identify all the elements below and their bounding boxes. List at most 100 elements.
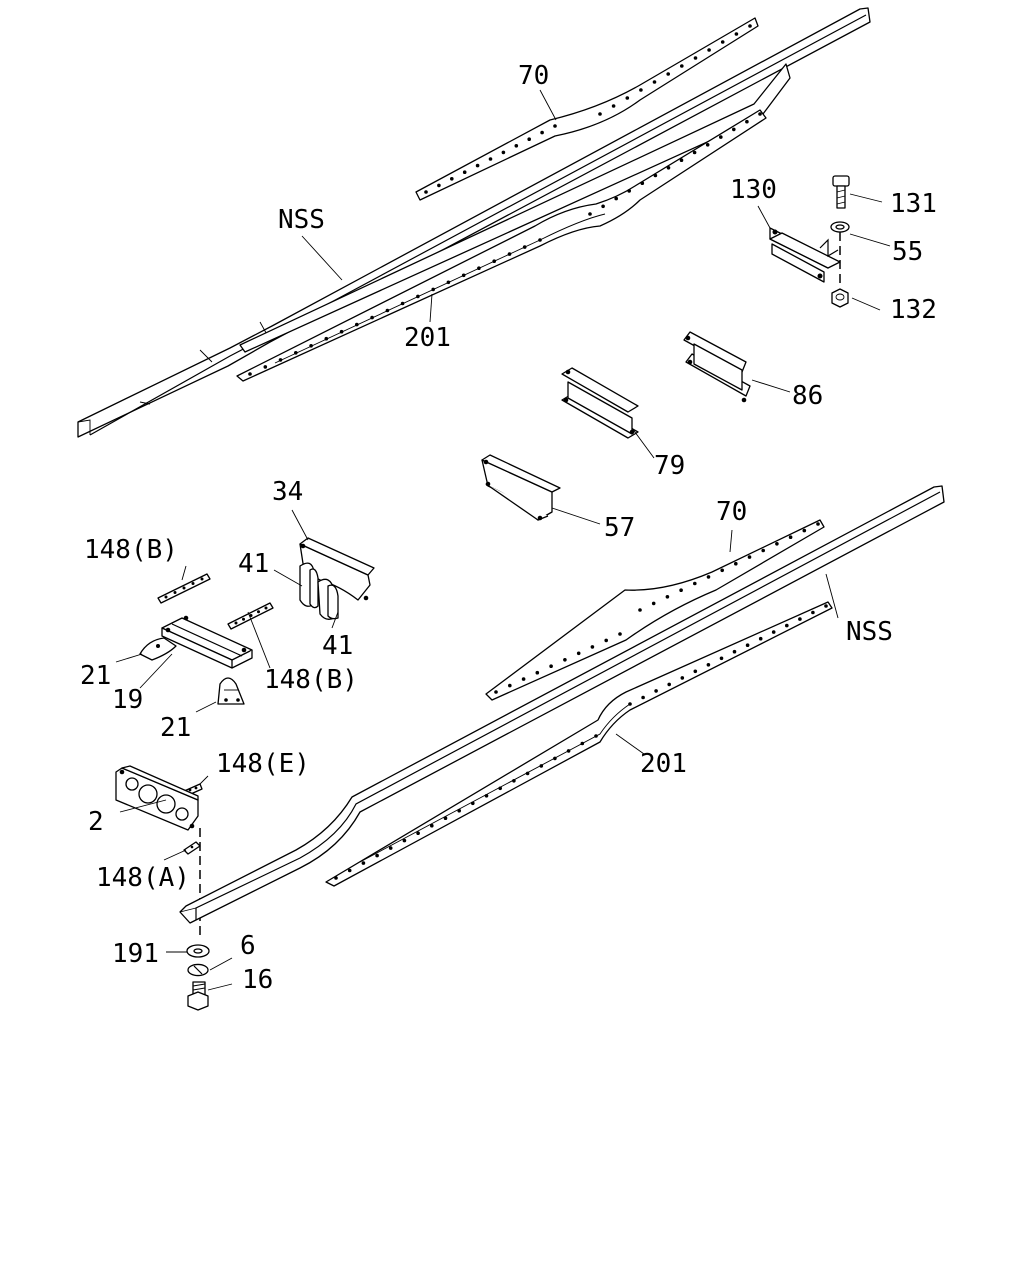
bolt-hole: [182, 586, 186, 590]
bolt-hole: [264, 606, 268, 610]
bolt-hole: [680, 676, 685, 680]
label-132: 132: [890, 295, 937, 325]
bolt-hole: [640, 181, 645, 185]
label-6: 6: [240, 931, 256, 961]
bolt-hole: [249, 614, 253, 617]
bolt-hole: [680, 64, 684, 68]
bolt-hole: [527, 137, 531, 141]
label-channel-201-lower: 201: [640, 749, 687, 779]
bolt-hole: [431, 287, 436, 292]
bolt-hole: [471, 801, 475, 806]
bolt-hole: [734, 561, 738, 566]
bolt-hole: [501, 150, 506, 155]
bolt-hole: [816, 522, 820, 526]
bolt-hole: [745, 643, 750, 647]
washer-191: [186, 944, 210, 958]
bolt-hole: [234, 621, 238, 625]
bolt-hole: [720, 568, 724, 573]
washer-55: [830, 221, 850, 233]
bolt-hole: [652, 80, 657, 84]
bolt-hole: [748, 24, 752, 28]
bolt-hole: [734, 32, 739, 36]
bolt-hole: [824, 604, 828, 608]
bolt-hole: [385, 308, 390, 313]
bolt-hole: [339, 329, 344, 334]
bolt-hole: [484, 794, 489, 798]
bolt-hole: [693, 56, 698, 60]
label-191: 191: [112, 939, 159, 969]
bolt-hole: [811, 610, 815, 615]
bolt-hole: [535, 670, 540, 675]
bolt-16: [187, 981, 209, 1011]
bolt-hole: [745, 119, 749, 124]
bolt-hole: [522, 245, 527, 249]
bolt-hole: [611, 104, 616, 108]
bolt-hole: [477, 266, 481, 271]
bolt-hole: [309, 344, 313, 348]
bolt-hole: [719, 135, 723, 139]
bolt-hole: [242, 617, 245, 621]
bolt-hole: [347, 868, 352, 873]
bolt-hole: [521, 677, 526, 681]
bolt-hole: [514, 144, 519, 148]
bolt-hole: [400, 301, 405, 306]
bolt-131: [832, 175, 850, 209]
crossmember-57: [481, 454, 561, 521]
bolt-hole: [627, 189, 631, 193]
bolt-hole: [802, 528, 807, 533]
bolt-hole: [588, 212, 592, 216]
bolt-hole: [666, 166, 671, 170]
bolt-hole: [263, 365, 268, 369]
bolt-hole: [416, 831, 420, 835]
bolt-hole: [798, 617, 802, 621]
bolt-hole: [508, 683, 512, 688]
bolt-hole: [294, 351, 298, 355]
bolt-hole: [446, 280, 451, 285]
bolt-hole: [566, 749, 571, 753]
bolt-hole: [758, 636, 763, 641]
label-19: 19: [112, 685, 143, 715]
bolt-hole: [679, 588, 683, 592]
crossmember-2: [115, 765, 199, 831]
bolt-hole: [334, 876, 338, 880]
label-nss-upper: NSS: [278, 205, 325, 235]
bolt-hole: [614, 196, 618, 201]
bolt-hole: [580, 741, 585, 746]
label-21-upper: 21: [80, 661, 111, 691]
label-41-upper: 41: [238, 549, 269, 579]
upper-channel: [236, 109, 767, 382]
bolt-hole: [430, 823, 434, 828]
label-plate-70-lower: 70: [716, 497, 747, 527]
bolt-hole: [785, 623, 789, 628]
bolt-hole: [361, 861, 366, 865]
bolt-hole: [164, 595, 168, 599]
label-21-lower: 21: [160, 713, 191, 743]
bolt-hole: [549, 664, 553, 668]
bolt-hole: [594, 734, 598, 738]
bolt-hole: [540, 130, 544, 135]
lower-side-rail: [179, 485, 945, 924]
label-57: 57: [604, 513, 635, 543]
bolt-hole: [775, 542, 779, 546]
label-148b-upper: 148(B): [84, 535, 178, 565]
bolt-hole: [666, 72, 670, 76]
bolt-hole: [563, 658, 567, 662]
shim-148a: [183, 841, 201, 855]
bolt-hole: [719, 656, 724, 661]
bolt-hole: [705, 143, 710, 147]
bolt-hole: [625, 96, 630, 100]
bolt-hole: [173, 591, 177, 594]
bolt-hole: [494, 690, 498, 694]
bolt-hole: [639, 88, 643, 92]
bolt-hole: [278, 358, 283, 362]
bracket-21-lower: [217, 677, 245, 705]
bolt-hole: [598, 112, 602, 116]
label-148b-lower: 148(B): [264, 665, 358, 695]
label-131: 131: [890, 189, 937, 219]
bolt-hole: [416, 294, 420, 299]
label-86: 86: [792, 381, 823, 411]
bolt-hole: [492, 259, 497, 264]
lock-washer-6: [187, 963, 209, 977]
rubber-mount-41-left: [299, 562, 319, 609]
bolt-hole: [601, 204, 605, 209]
